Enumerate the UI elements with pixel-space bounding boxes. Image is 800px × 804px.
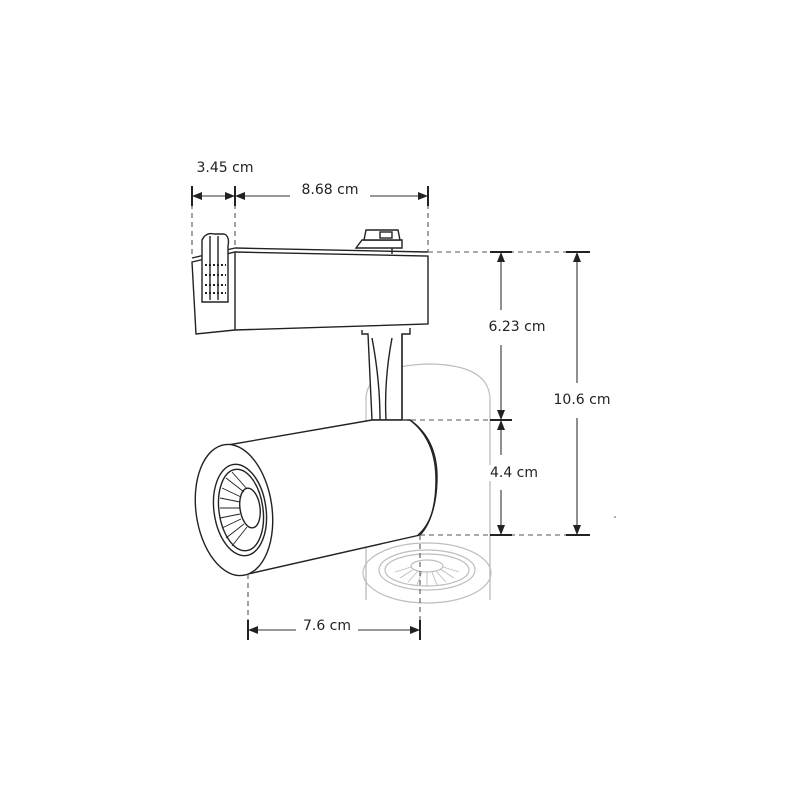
dimension-label-head-diameter: 4.4 cm	[487, 465, 541, 481]
dimension-label-housing-to-head: 6.23 cm	[486, 319, 548, 335]
stray-dot	[614, 516, 616, 518]
dimension-label-adapter-width: 3.45 cm	[194, 160, 256, 176]
track-adapter-housing	[191, 229, 429, 421]
dimension-label-total-height: 10.6 cm	[551, 392, 613, 408]
dimension-lines	[191, 186, 590, 640]
spot-head	[194, 419, 438, 577]
dimension-label-body-length: 8.68 cm	[299, 182, 361, 198]
dimension-label-head-length: 7.6 cm	[300, 618, 354, 634]
ghost-rotated-head	[362, 363, 492, 604]
